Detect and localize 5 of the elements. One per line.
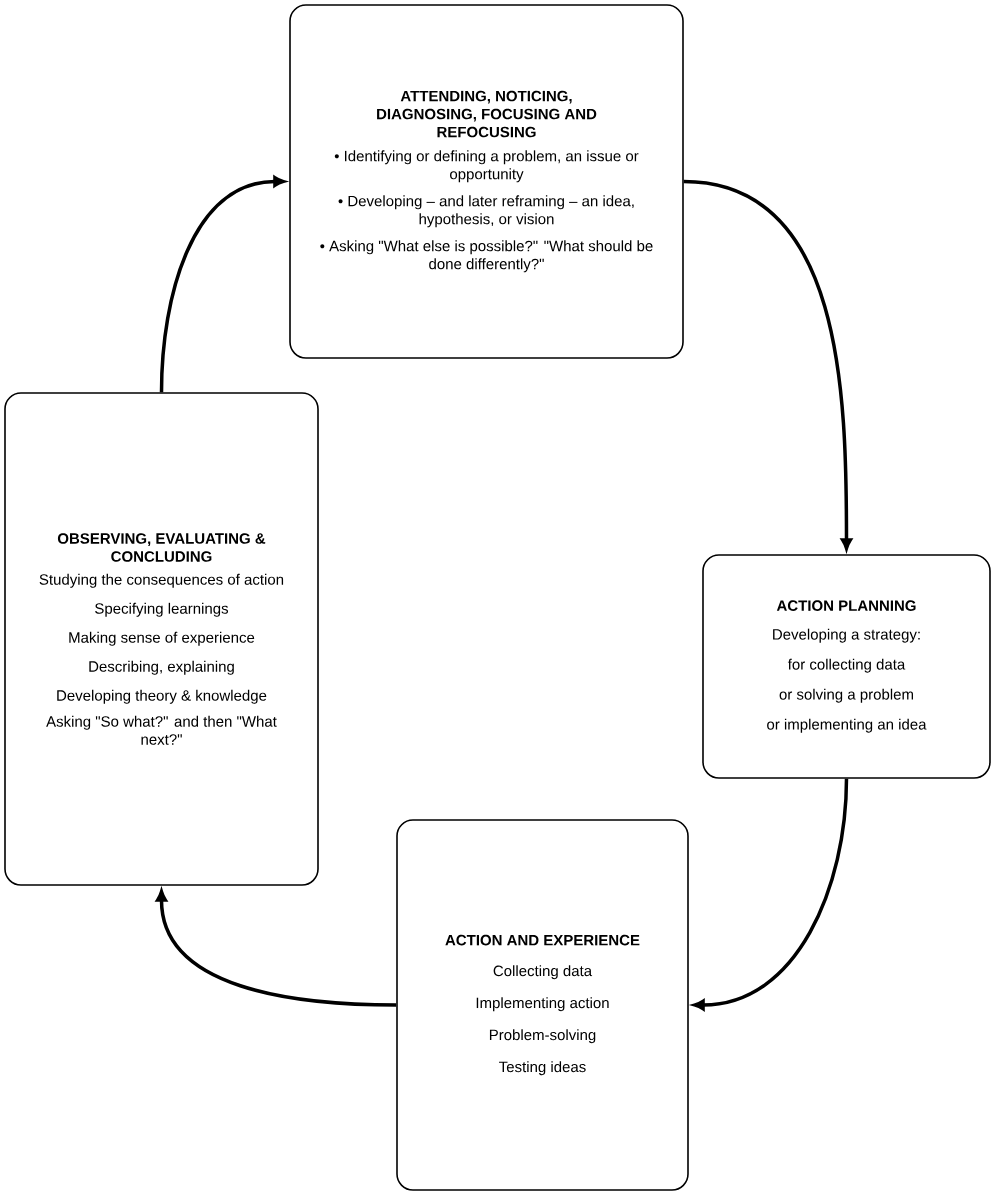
process-box: ACTION AND EXPERIENCE Collecting data Implementing action Problem-solving Testing ideas [396, 819, 689, 1191]
arrow [692, 778, 849, 1011]
process-box: ATTENDING, NOTICING, DIAGNOSING, FOCUSING AND REFOCUSING • Identifying or defining a problem, an issue or opportunity • Developing – and later reframing – an idea, hypothesis, or vision • Asking "What else is possible?" "What should be done differently?" [289, 4, 684, 359]
process-box: OBSERVING, EVALUATING & CONCLUDING Studying the consequences of action Specifying learnings Making sense of experience Describing, explaining Developing theory & knowledge Asking "So what?" and then "What next?" [4, 392, 319, 886]
process-box: ACTION PLANNING Developing a strategy: for collecting data or solving a problem or implementing an idea [702, 554, 991, 779]
